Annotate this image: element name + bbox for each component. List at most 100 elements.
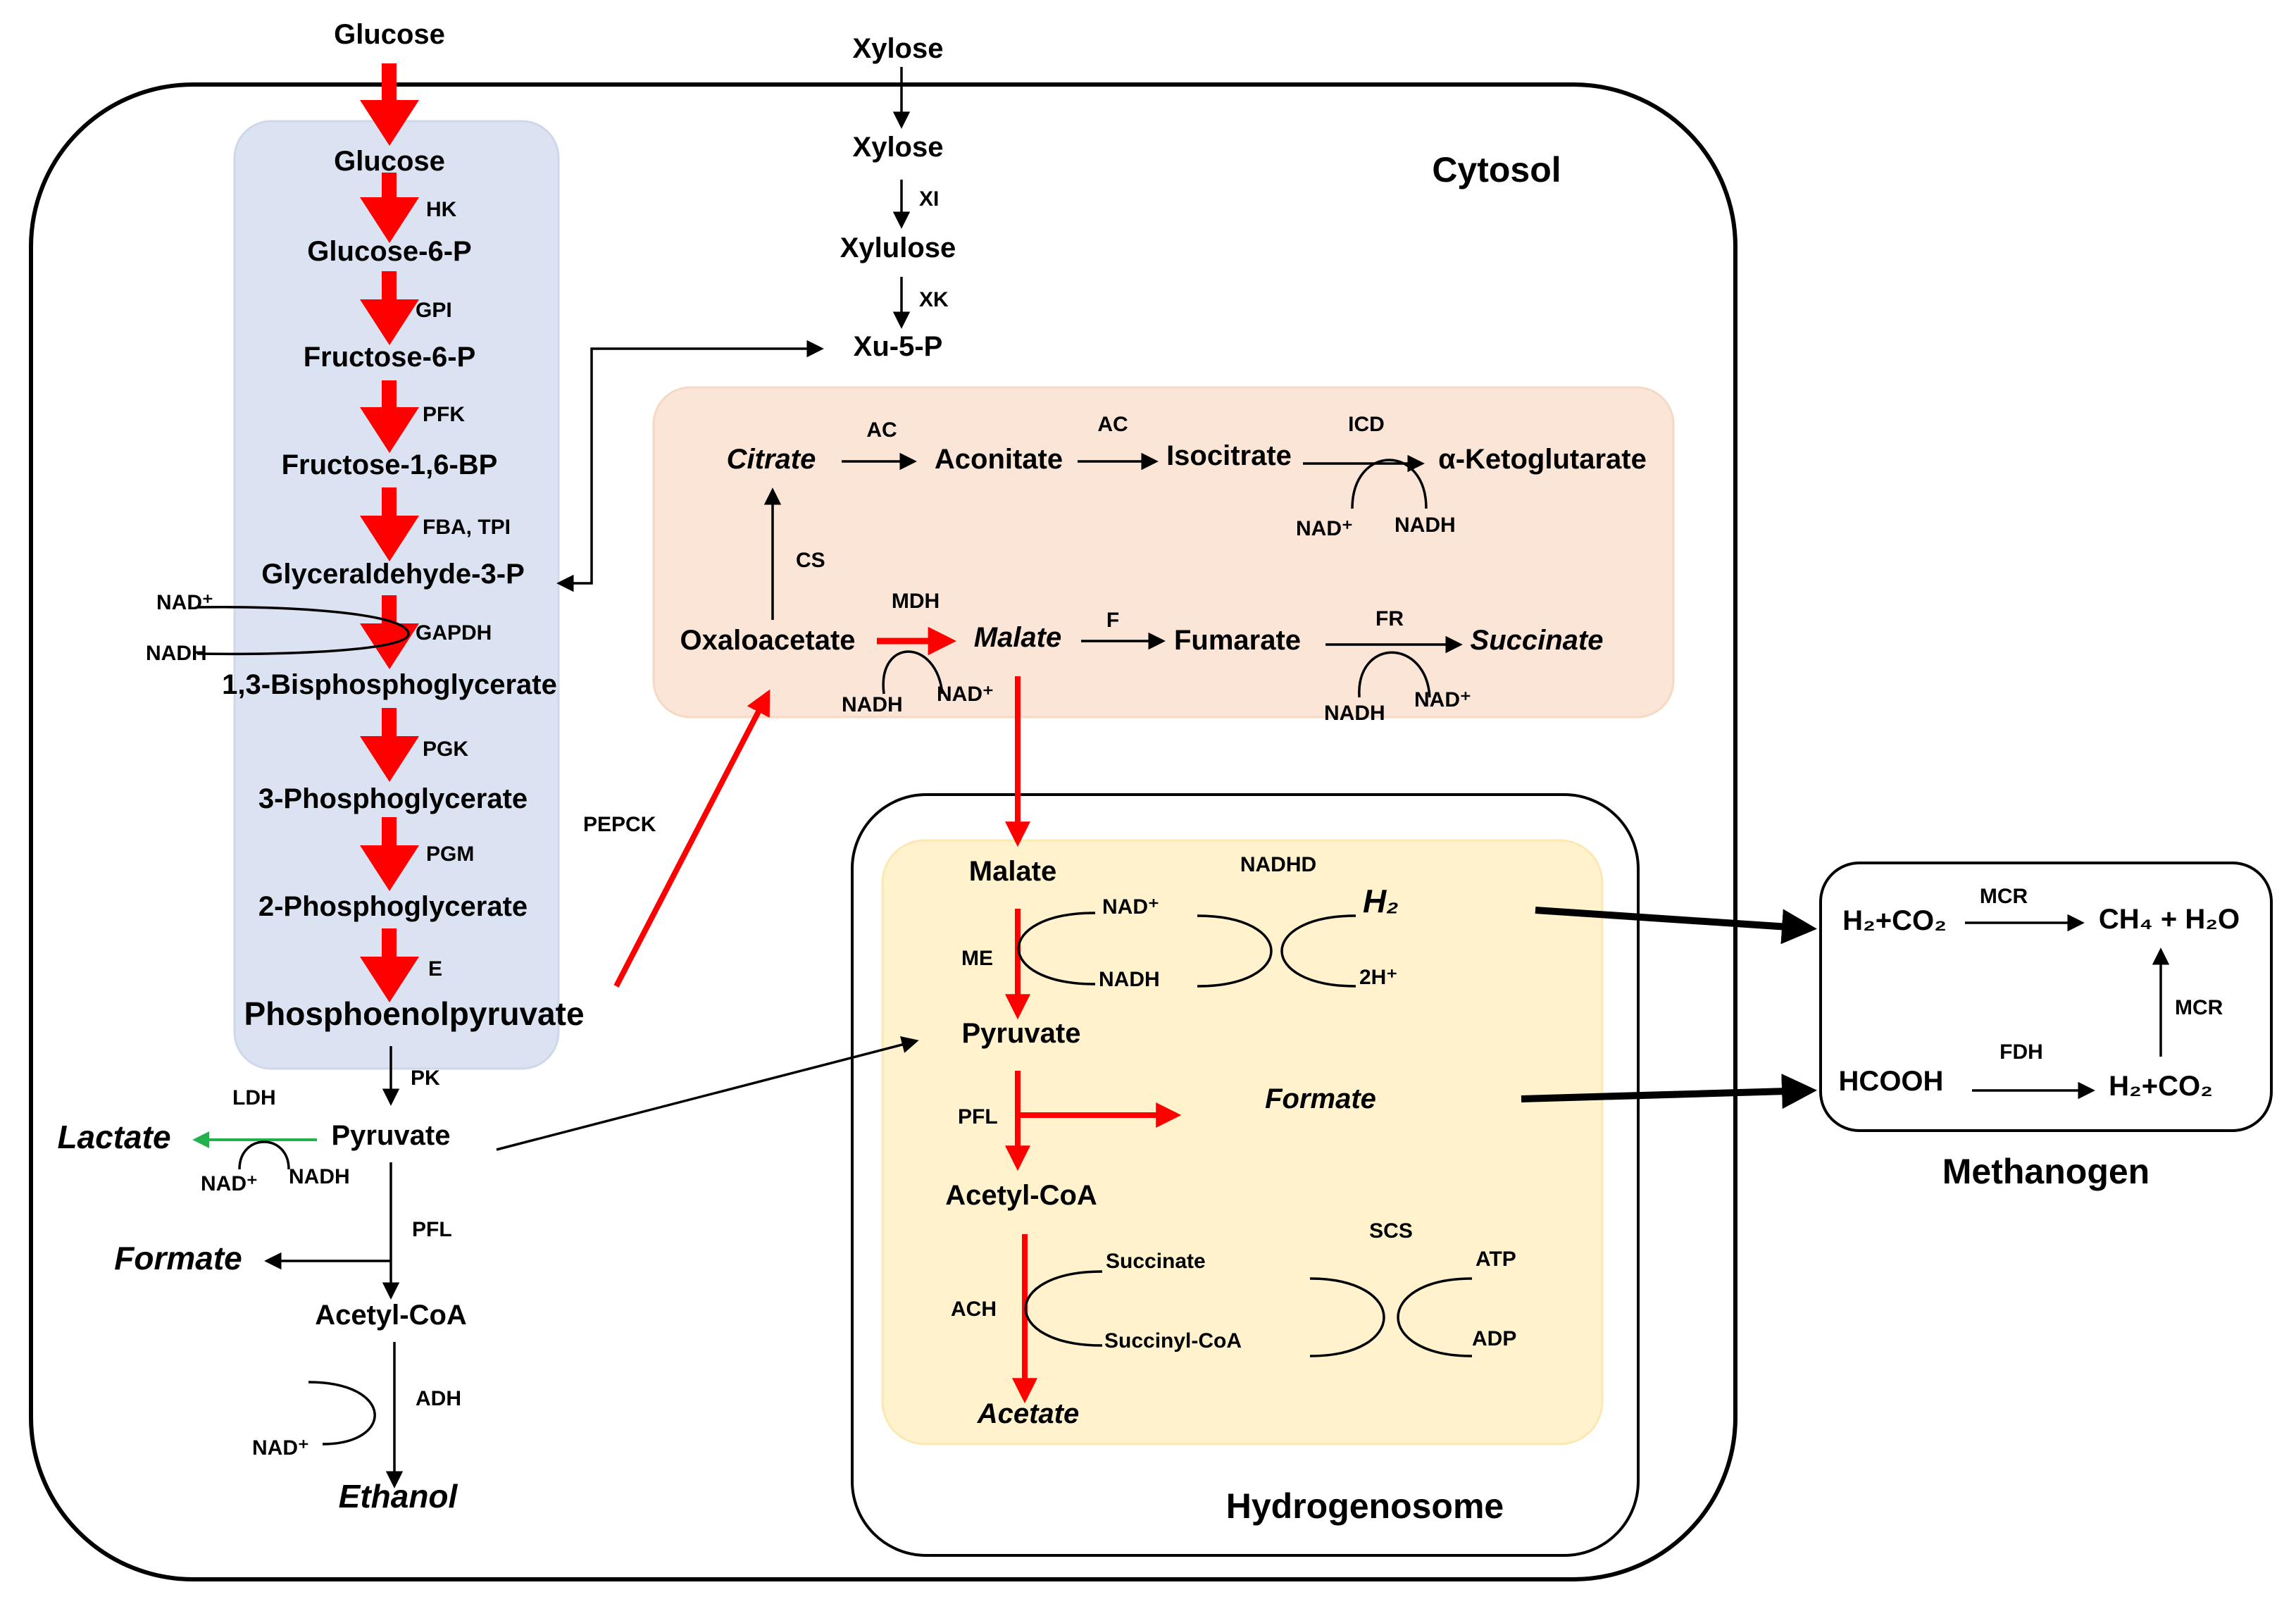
scs-enzyme-label: SCS	[1369, 1219, 1413, 1243]
xi-enzyme-label: XI	[919, 187, 939, 211]
hk-enzyme-label: HK	[426, 198, 457, 221]
2-phosphoglycerate-label: 2-Phosphoglycerate	[258, 891, 528, 922]
pfk-enzyme-label: PFK	[423, 403, 465, 426]
red-arrow-hk	[360, 173, 419, 243]
gapdh-enzyme-label: GAPDH	[416, 621, 492, 645]
me-enzyme-label: ME	[961, 947, 993, 970]
g3p-xu5p-link	[556, 340, 824, 592]
3-phosphoglycerate-label: 3-Phosphoglycerate	[258, 783, 528, 814]
h2-hydrogenosome-label: H₂	[1363, 883, 1399, 919]
ethanol-label: Ethanol	[339, 1478, 458, 1515]
fumarate-label: Fumarate	[1174, 625, 1301, 656]
red-arrow-glucose-uptake	[360, 63, 419, 146]
nad-ldh-label: NAD⁺	[201, 1172, 258, 1195]
gapdh-cofactor-curve	[196, 606, 410, 656]
methanogen-label: Methanogen	[1942, 1152, 2150, 1191]
glycolysis-arrows	[360, 63, 419, 1002]
nadhd-curve-right	[1280, 914, 1356, 988]
hydrogenosome-label: Hydrogenosome	[1226, 1486, 1504, 1526]
adh-cofactor-curve	[308, 1381, 376, 1446]
aconitate-label: Aconitate	[935, 444, 1063, 475]
nad-fr-label: NAD⁺	[1414, 688, 1471, 711]
nad-adh-label: NAD⁺	[252, 1436, 309, 1460]
enolase-enzyme-label: E	[428, 957, 442, 981]
fr-cofactor-curve	[1358, 651, 1431, 698]
red-arrow-gpi	[360, 271, 419, 345]
pk-enzyme-label: PK	[411, 1067, 440, 1090]
fdh-enzyme-label: FDH	[1999, 1040, 2043, 1064]
glucose-external-label: Glucose	[334, 19, 445, 50]
gpi-enzyme-label: GPI	[416, 299, 452, 322]
formate-hydrogenosome-label: Formate	[1265, 1083, 1376, 1114]
adp-label: ADP	[1472, 1327, 1516, 1350]
mcr-vertical-enzyme-label: MCR	[2175, 996, 2223, 1019]
formate-cytosol-label: Formate	[114, 1240, 242, 1276]
adh-enzyme-label: ADH	[416, 1387, 461, 1410]
methanogen-box	[1819, 862, 2273, 1132]
nad-icd-label: NAD⁺	[1296, 517, 1353, 540]
hcooh-label: HCOOH	[1839, 1066, 1944, 1097]
h2-co2-bottom-label: H₂+CO₂	[2109, 1071, 2213, 1102]
pyruvate-hydrogenosome-label: Pyruvate	[962, 1018, 1081, 1049]
ach-cofactor-curve	[1024, 1270, 1103, 1347]
isocitrate-label: Isocitrate	[1166, 440, 1292, 471]
xk-enzyme-label: XK	[919, 288, 949, 311]
nadhd-curve-left	[1197, 914, 1273, 988]
lactate-cytosol-label: Lactate	[57, 1119, 170, 1155]
nadh-ldh-label: NADH	[289, 1165, 350, 1188]
ac1-enzyme-label: AC	[866, 418, 897, 442]
pgm-enzyme-label: PGM	[426, 843, 474, 866]
pyruvate-cytosol-label: Pyruvate	[332, 1120, 451, 1151]
h2-transfer-arrow	[1535, 907, 1817, 945]
pepck-red-arrow	[613, 689, 770, 988]
succinyl-coa-label: Succinyl-CoA	[1104, 1329, 1242, 1353]
ch4-h2o-label: CH₄ + H₂O	[2099, 904, 2240, 935]
malate-tca-label: Malate	[974, 622, 1062, 653]
ldh-cofactor-curve	[238, 1140, 290, 1170]
pgk-enzyme-label: PGK	[423, 738, 468, 761]
citrate-label: Citrate	[727, 444, 816, 475]
atp-label: ATP	[1475, 1248, 1516, 1271]
nad-me-label: NAD⁺	[1102, 895, 1159, 919]
red-arrow-enolase	[360, 928, 419, 1002]
glucose-label: Glucose	[334, 146, 445, 177]
me-cofactor-curve	[1017, 912, 1096, 986]
scs-curve-right	[1397, 1277, 1473, 1357]
fructose-1-6-bp-label: Fructose-1,6-BP	[282, 449, 498, 480]
nadhd-enzyme-label: NADHD	[1240, 853, 1316, 876]
acetyl-coa-hydrogenosome-label: Acetyl-CoA	[945, 1180, 1097, 1211]
xylose-external-label: Xylose	[853, 33, 944, 64]
mdh-enzyme-label: MDH	[892, 590, 940, 613]
cytosol-compartment	[29, 82, 1737, 1581]
1-3-bisphosphoglycerate-label: 1,3-Bisphosphoglycerate	[222, 669, 557, 700]
nad-mdh-label: NAD⁺	[937, 683, 994, 706]
nadh-mdh-label: NADH	[842, 693, 903, 716]
mdh-cofactor-curve	[882, 650, 944, 695]
hydrogenosome-panel	[881, 839, 1604, 1446]
red-arrow-fba-tpi	[360, 487, 419, 561]
pfl-cytosol-enzyme-label: PFL	[412, 1218, 452, 1241]
nad-gapdh-label: NAD⁺	[156, 591, 213, 614]
xylose-label: Xylose	[853, 132, 944, 163]
alpha-ketoglutarate-label: α-Ketoglutarate	[1438, 444, 1647, 475]
fructose-6-p-label: Fructose-6-P	[304, 342, 476, 373]
fba-tpi-enzyme-label: FBA, TPI	[423, 516, 511, 539]
red-arrow-pgk	[360, 708, 419, 782]
red-arrow-gapdh	[360, 595, 419, 669]
glyceraldehyde-3-p-label: Glyceraldehyde-3-P	[261, 559, 525, 590]
h2-co2-top-label: H₂+CO₂	[1842, 905, 1947, 936]
ac2-enzyme-label: AC	[1097, 413, 1128, 436]
icd-cofactor-curve	[1351, 459, 1428, 509]
red-arrow-pgm	[360, 817, 419, 891]
nadh-gapdh-label: NADH	[146, 642, 207, 665]
scs-curve-left	[1309, 1277, 1385, 1357]
oxaloacetate-label: Oxaloacetate	[680, 625, 855, 656]
cytosol-label: Cytosol	[1432, 150, 1561, 189]
acetate-label: Acetate	[977, 1398, 1080, 1429]
cs-enzyme-label: CS	[796, 549, 825, 572]
formate-transfer-arrow	[1521, 1074, 1817, 1109]
ldh-enzyme-label: LDH	[232, 1086, 276, 1109]
ach-enzyme-label: ACH	[951, 1298, 997, 1321]
glucose-6-p-label: Glucose-6-P	[307, 236, 471, 267]
